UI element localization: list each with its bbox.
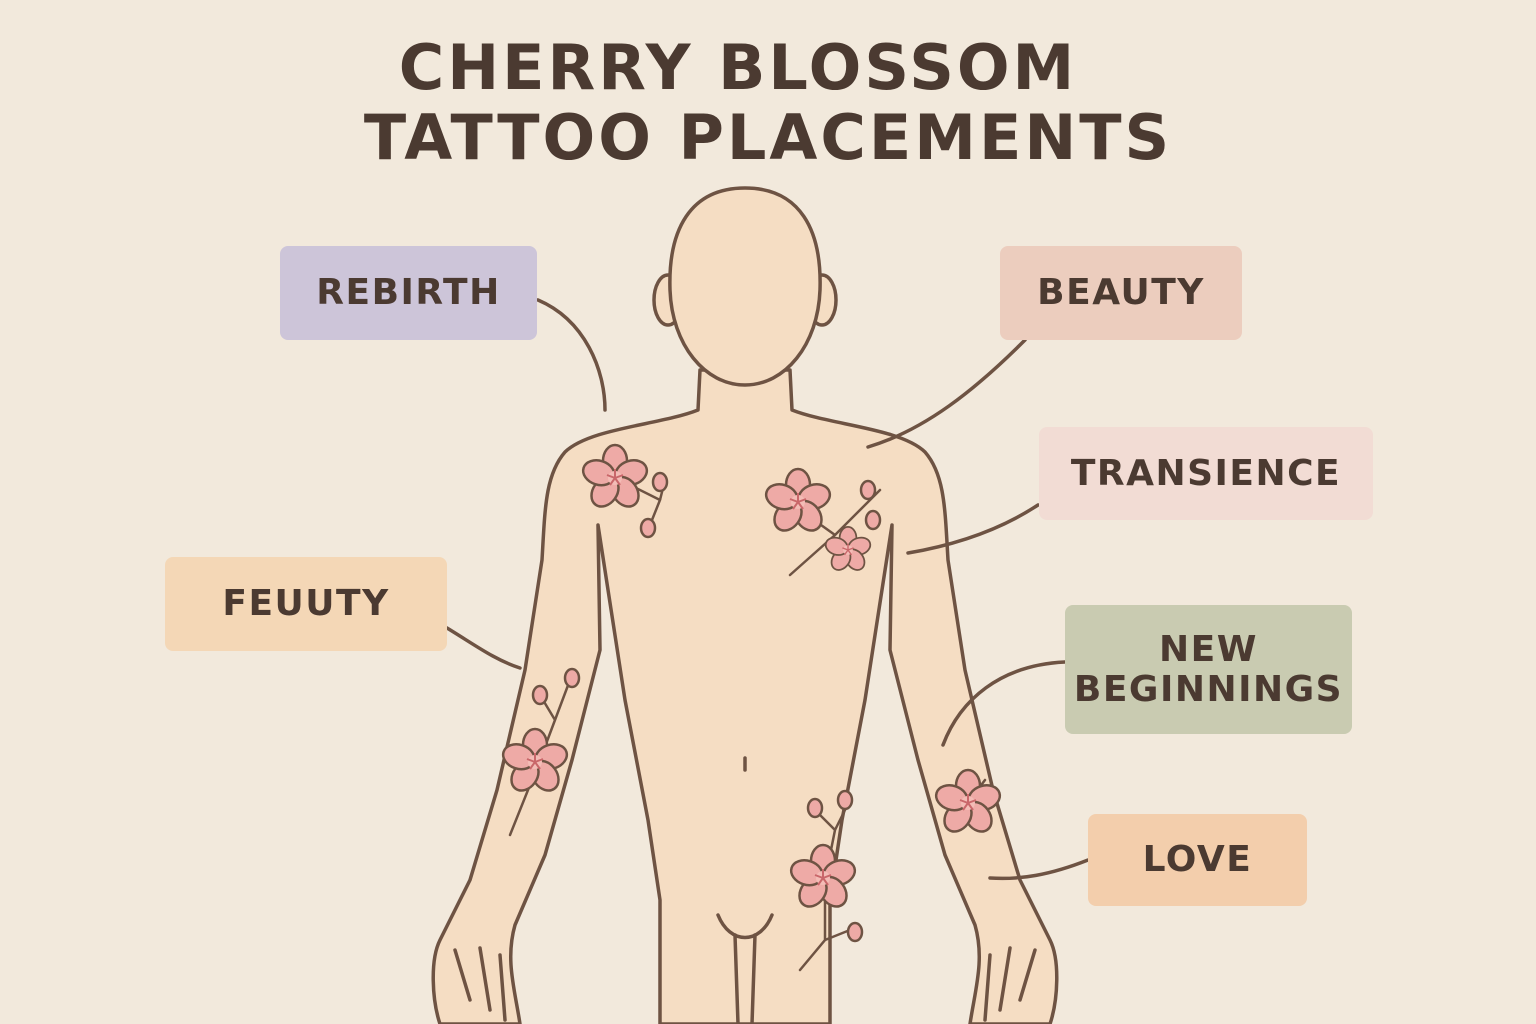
label-rebirth-text: REBIRTH <box>316 272 501 313</box>
title-line-2: TATTOO PLACEMENTS <box>363 101 1173 174</box>
label-new-beginnings-line2: BEGINNINGS <box>1073 668 1344 710</box>
bud-icon <box>806 797 824 819</box>
label-transience-text: TRANSIENCE <box>1070 452 1342 494</box>
connector-transience <box>906 503 1040 555</box>
connector-rebirth <box>536 298 607 412</box>
bud-icon <box>836 789 854 811</box>
leg-inner-left <box>733 933 740 1024</box>
leg-inner-right <box>750 933 757 1024</box>
connector-feuuty <box>445 626 522 670</box>
bud-icon <box>846 921 864 943</box>
bud-icon <box>639 517 657 539</box>
bud-icon <box>864 509 882 531</box>
torso-and-arms <box>431 368 1059 1024</box>
label-love: LOVE <box>1088 814 1307 906</box>
connector-new-beginnings <box>941 660 1067 747</box>
bud-icon <box>859 479 877 501</box>
label-transience: TRANSIENCE <box>1039 427 1373 520</box>
connector-beauty <box>866 338 1027 449</box>
left-hand-fingers <box>453 946 507 1022</box>
label-beauty: BEAUTY <box>1000 246 1242 340</box>
label-beauty-text: BEAUTY <box>1037 272 1205 313</box>
label-feuuty: FEUUTY <box>165 557 447 651</box>
label-rebirth: REBIRTH <box>280 246 537 340</box>
title-line-1: CHERRY BLOSSOM <box>398 31 1078 104</box>
label-feuuty-text: FEUUTY <box>222 583 390 624</box>
label-new-beginnings-line1: NEW <box>1159 628 1258 670</box>
label-love-text: LOVE <box>1142 839 1253 880</box>
right-hand-fingers <box>983 946 1037 1022</box>
bud-icon <box>563 667 581 689</box>
connector-love <box>988 858 1090 881</box>
bud-icon <box>531 684 549 706</box>
groin-line <box>716 913 774 940</box>
bud-icon <box>651 471 669 493</box>
head <box>668 186 822 387</box>
